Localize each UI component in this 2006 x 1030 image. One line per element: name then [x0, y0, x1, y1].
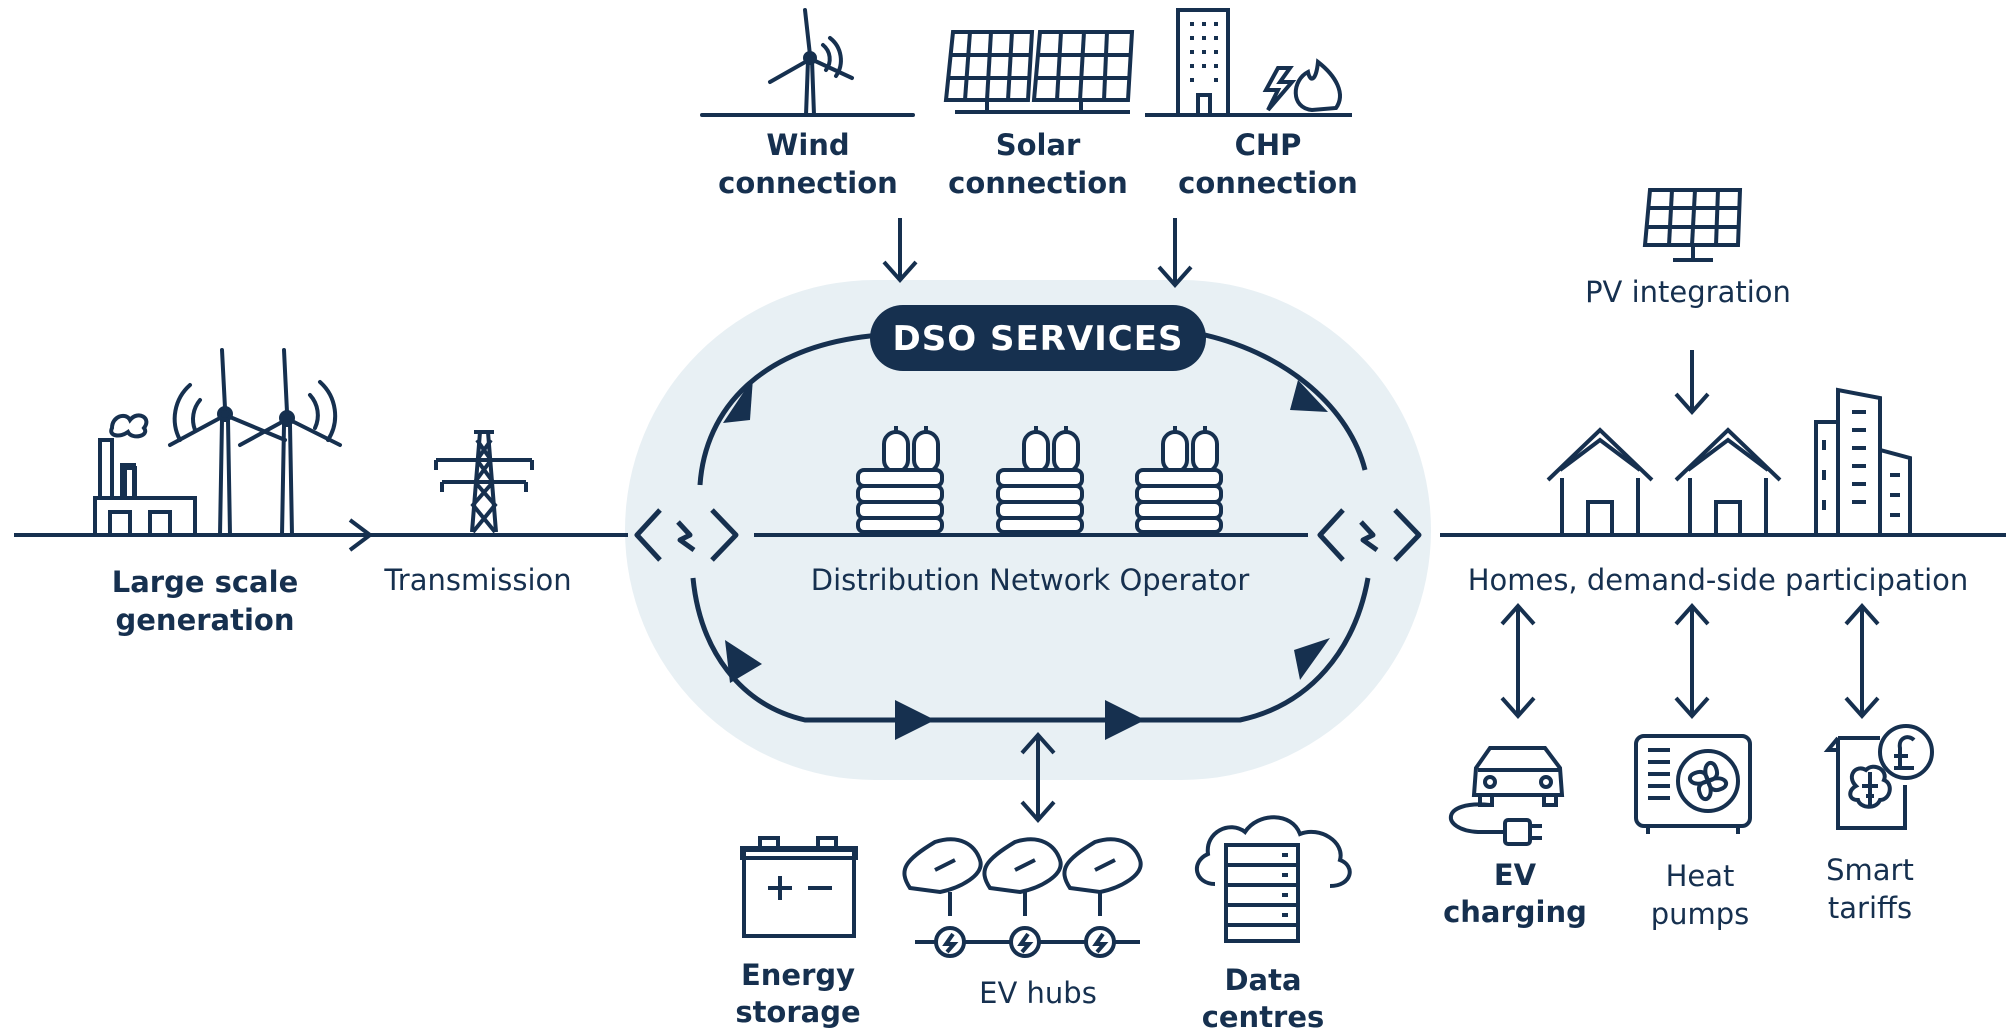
smart-tariffs-label-1: Smart: [1826, 853, 1914, 887]
factory-icon: [93, 413, 197, 537]
heat-pumps-label-2: pumps: [1651, 897, 1750, 931]
bidirectional-arrows: [1500, 602, 1880, 720]
transmission-label: Transmission: [383, 563, 571, 597]
house-icon: [1674, 427, 1782, 537]
wind-turbine-icon: [700, 8, 915, 117]
ev-hubs-label: EV hubs: [979, 976, 1097, 1010]
chp-plant-icon: [1145, 8, 1352, 117]
apartment-icon: [1814, 387, 1912, 535]
chp-label-1: CHP: [1235, 128, 1302, 162]
ev-charging-label-1: EV: [1494, 858, 1537, 892]
storage-label-2: storage: [735, 995, 860, 1029]
generation-label-2: generation: [116, 603, 295, 637]
ev-hub-icon: [902, 837, 1143, 958]
solar-label-2: connection: [948, 166, 1128, 200]
dso-services-label: DSO SERVICES: [893, 319, 1184, 359]
ev-charger-icon: [1448, 746, 1565, 846]
switch-icon: [1317, 508, 1422, 562]
data-centres-label-2: centres: [1202, 1000, 1325, 1030]
data-centres-label-1: Data: [1224, 963, 1301, 997]
wind-turbine-icon: [168, 348, 342, 537]
transformer-icon: [856, 426, 944, 534]
dso-loop: [690, 332, 1371, 723]
homes-label: Homes, demand-side participation: [1468, 563, 1969, 597]
solar-label-1: Solar: [996, 128, 1081, 162]
wind-label-1: Wind: [766, 128, 849, 162]
transformer-icon: [996, 426, 1084, 534]
wind-label-2: connection: [718, 166, 898, 200]
heat-pump-icon: [1634, 734, 1752, 834]
smart-tariff-icon: [1823, 724, 1934, 830]
solar-panel-icon: [943, 30, 1135, 114]
generation-label-1: Large scale: [112, 565, 299, 599]
pylon-icon: [434, 430, 534, 534]
bidirectional-arrow: [1020, 731, 1056, 824]
heat-pumps-label-1: Heat: [1666, 859, 1735, 893]
storage-label-1: Energy: [741, 958, 855, 992]
operator-label: Distribution Network Operator: [811, 563, 1250, 597]
chp-label-2: connection: [1178, 166, 1358, 200]
data-centre-icon: [1195, 815, 1352, 943]
smart-tariffs-label-2: tariffs: [1828, 891, 1912, 925]
switch-icon: [634, 508, 739, 562]
solar-panel-icon: [1642, 188, 1743, 262]
house-icon: [1546, 427, 1654, 537]
pv-label: PV integration: [1585, 275, 1791, 309]
transformer-icon: [1135, 426, 1223, 534]
battery-icon: [740, 836, 858, 938]
loop-arrowheads: [723, 378, 1330, 740]
ev-charging-label-2: charging: [1443, 895, 1587, 929]
down-arrow: [1674, 350, 1710, 416]
dso-services-badge: [870, 305, 1206, 371]
down-arrows: [882, 218, 1193, 289]
